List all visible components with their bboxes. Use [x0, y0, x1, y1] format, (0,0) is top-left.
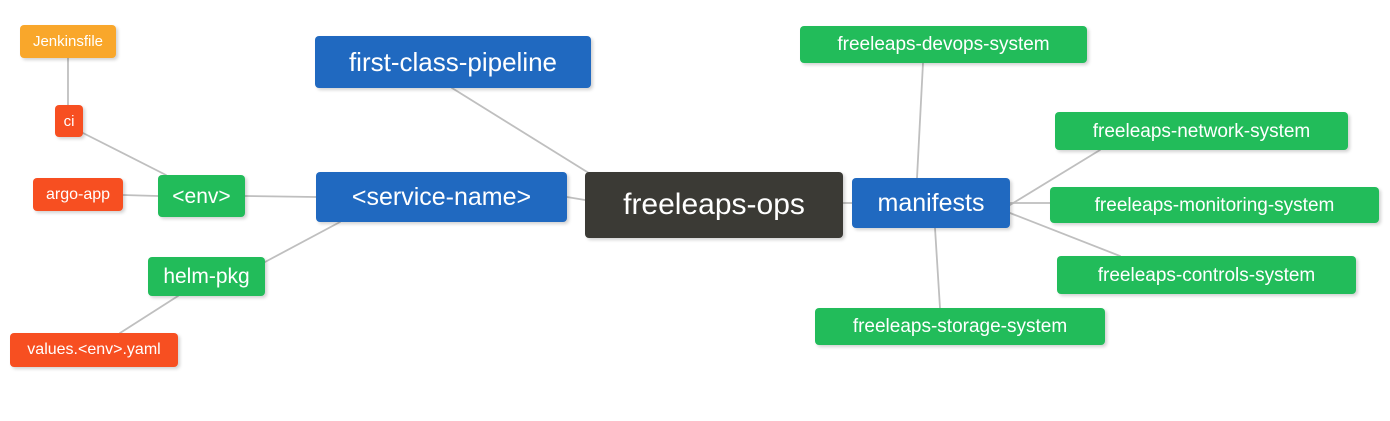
mindmap-node-freeleaps-storage-system[interactable]: freeleaps-storage-system: [815, 308, 1105, 345]
node-label: helm-pkg: [163, 265, 250, 288]
edge-env-to-ci: [82, 132, 167, 176]
node-label: freeleaps-ops: [623, 188, 805, 221]
node-label: <service-name>: [351, 182, 532, 211]
mindmap-node-ci[interactable]: ci: [55, 105, 83, 137]
mindmap-node-service-name[interactable]: <service-name>: [316, 172, 567, 222]
node-label: freeleaps-devops-system: [837, 34, 1050, 55]
edge-env-to-argo-app: [122, 194, 159, 197]
mindmap-node-argo-app[interactable]: argo-app: [33, 178, 123, 211]
node-label: <env>: [172, 184, 231, 208]
mindmap-node-manifests[interactable]: manifests: [852, 178, 1010, 228]
node-label: argo-app: [45, 185, 111, 203]
node-label: freeleaps-storage-system: [852, 316, 1068, 337]
node-label: freeleaps-network-system: [1092, 120, 1311, 142]
node-label: ci: [63, 112, 75, 130]
node-label: freeleaps-monitoring-system: [1094, 194, 1335, 216]
node-label: manifests: [877, 188, 985, 217]
mindmap-node-freeleaps-network-system[interactable]: freeleaps-network-system: [1055, 112, 1348, 150]
mindmap-node-first-class-pipeline[interactable]: first-class-pipeline: [315, 36, 591, 88]
mindmap-node-freeleaps-controls-system[interactable]: freeleaps-controls-system: [1057, 256, 1356, 294]
edge-helm-pkg-to-values-yaml: [119, 295, 179, 334]
mindmap-node-freeleaps-devops-system[interactable]: freeleaps-devops-system: [800, 26, 1087, 63]
edge-manifests-to-freeleaps-devops-system: [916, 62, 924, 179]
mindmap-node-jenkinsfile[interactable]: Jenkinsfile: [20, 25, 116, 58]
mindmap-node-helm-pkg[interactable]: helm-pkg: [148, 257, 265, 296]
edge-freeleaps-ops-to-first-class-pipeline: [451, 87, 593, 176]
edge-service-name-to-helm-pkg: [264, 221, 341, 263]
node-label: values.<env>.yaml: [27, 341, 161, 358]
node-label: first-class-pipeline: [348, 47, 558, 77]
edge-service-name-to-env: [244, 195, 317, 198]
mindmap-node-values-yaml[interactable]: values.<env>.yaml: [10, 333, 178, 367]
edge-manifests-to-freeleaps-storage-system: [934, 227, 941, 309]
mindmap-node-freeleaps-ops[interactable]: freeleaps-ops: [585, 172, 843, 238]
mindmap-node-env[interactable]: <env>: [158, 175, 245, 217]
edge-freeleaps-ops-to-service-name: [566, 196, 586, 201]
node-label: freeleaps-controls-system: [1097, 264, 1316, 286]
mindmap-node-freeleaps-monitoring-system[interactable]: freeleaps-monitoring-system: [1050, 187, 1379, 223]
node-label: Jenkinsfile: [32, 33, 104, 50]
